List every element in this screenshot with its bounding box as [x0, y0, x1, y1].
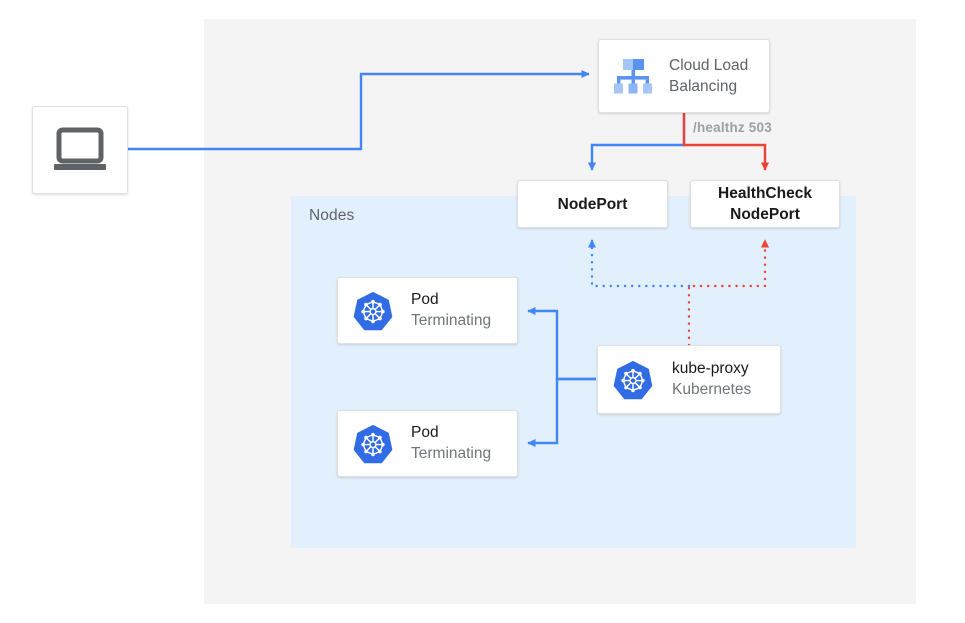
- kubernetes-icon: [353, 291, 393, 330]
- laptop-icon: [54, 127, 106, 170]
- healthz-edge-label: /healthz 503: [693, 120, 772, 135]
- healthcheck-nodeport-line1: HealthCheck: [718, 185, 812, 202]
- kube-proxy-text: kube-proxy Kubernetes: [672, 359, 751, 400]
- nodeport-label: NodePort: [557, 195, 628, 213]
- pod-1-title: Pod: [411, 291, 439, 308]
- healthcheck-nodeport-line2: NodePort: [730, 206, 800, 223]
- client-node[interactable]: [32, 106, 128, 194]
- pod-node-1[interactable]: Pod Terminating: [337, 277, 518, 344]
- cloud-load-balancing-label: Cloud Load Balancing: [669, 55, 748, 97]
- healthcheck-nodeport-label: HealthCheck NodePort: [718, 183, 812, 225]
- cloud-load-balancing-line2: Balancing: [669, 78, 738, 95]
- kube-proxy-subtitle: Kubernetes: [672, 381, 752, 398]
- kubernetes-icon: [353, 424, 393, 463]
- nodes-panel-label: Nodes: [309, 207, 355, 224]
- pod-node-2[interactable]: Pod Terminating: [337, 410, 518, 477]
- kube-proxy-title: kube-proxy: [672, 360, 749, 377]
- pod-1-text: Pod Terminating: [411, 290, 491, 331]
- kubernetes-icon: [613, 360, 653, 399]
- cloud-load-balancing-icon: [614, 59, 652, 94]
- cloud-load-balancing-line1: Cloud Load: [669, 57, 749, 74]
- pod-2-text: Pod Terminating: [411, 423, 491, 464]
- kube-proxy-node[interactable]: kube-proxy Kubernetes: [597, 345, 781, 414]
- pod-2-status: Terminating: [411, 445, 492, 462]
- nodeport-node[interactable]: NodePort: [517, 180, 668, 228]
- healthcheck-nodeport-node[interactable]: HealthCheck NodePort: [690, 180, 840, 228]
- cloud-load-balancing-node[interactable]: Cloud Load Balancing: [598, 39, 770, 113]
- pod-2-title: Pod: [411, 424, 439, 441]
- pod-1-status: Terminating: [411, 312, 492, 329]
